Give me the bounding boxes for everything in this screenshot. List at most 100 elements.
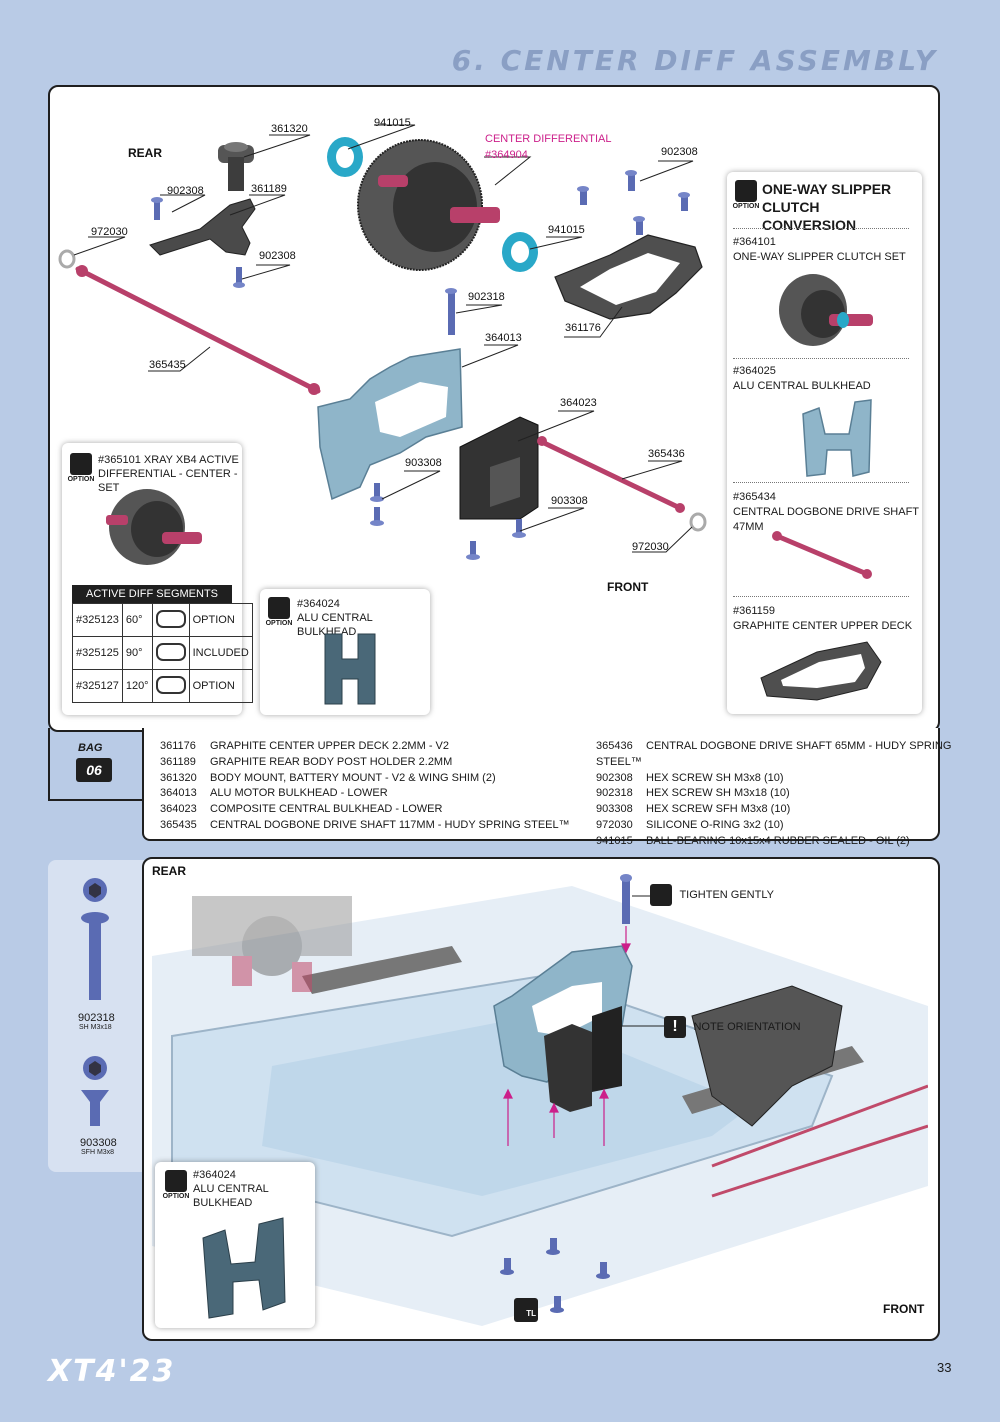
thumbs-up-icon [268, 597, 290, 619]
dogbone-47-part: #365434 [733, 491, 776, 503]
dogbone-365435 [75, 265, 321, 395]
bag-label: BAG [78, 742, 103, 754]
alu-bulkhead-364025-illustration [802, 399, 872, 477]
screw-903308-b [370, 483, 384, 502]
screw-903308-d [512, 519, 526, 538]
bulkhead-part-top: #364024 [297, 598, 340, 610]
screw-903308-a [370, 507, 384, 526]
label-903308-a: 903308 [405, 457, 442, 469]
label-941015-a: 941015 [374, 117, 411, 129]
active-diff-illustration [106, 489, 202, 565]
graphite-upper-deck-illustration [760, 641, 882, 701]
wrench-icon [650, 884, 672, 906]
body-post-holder-part [149, 198, 256, 256]
label-361189: 361189 [251, 183, 287, 195]
screw-902308-c [625, 170, 637, 191]
dogbone-365436 [537, 436, 685, 513]
chassis-assembly-illustration [152, 874, 928, 1326]
screw-902308-a [151, 197, 163, 220]
segment-icon [155, 675, 186, 694]
active-diff-title-2: DIFFERENTIAL - CENTER - SET [98, 468, 238, 494]
screw-902318-spec: SH M3x18 [79, 1024, 112, 1031]
note-orientation-callout: ! NOTE ORIENTATION [664, 1016, 801, 1038]
bag-indicator: BAG 06 [48, 740, 142, 800]
label-361320: 361320 [271, 123, 308, 135]
rear-label: REAR [128, 146, 163, 160]
screw-902308-b [233, 267, 245, 288]
option-badge: OPTION [731, 180, 761, 210]
alu-bulkhead-name: ALU CENTRAL BULKHEAD [733, 380, 871, 392]
option-badge: OPTION [66, 453, 96, 483]
warning-icon: ! [664, 1016, 686, 1038]
body-mount-part [218, 142, 254, 191]
bearing-941015-b [502, 232, 538, 272]
label-902308-a: 902308 [167, 185, 204, 197]
alu-bulkhead-option-inset-top: OPTION #364024 ALU CENTRAL BULKHEAD [260, 589, 430, 715]
segment-icon [155, 642, 186, 661]
screw-902318-illustration [81, 878, 109, 1000]
label-903308-b: 903308 [551, 495, 588, 507]
screw-902308-f [678, 192, 690, 211]
bearing-941015-a [327, 137, 363, 177]
alu-bulkhead-part: #364025 [733, 365, 776, 377]
segment-icon [155, 609, 186, 628]
front-label-bottom: FRONT [883, 1302, 925, 1316]
thumbs-up-icon [735, 180, 757, 202]
clutch-set-part: #364101 [733, 236, 776, 248]
alu-bulkhead-illustration [324, 633, 376, 705]
upper-deck-name: GRAPHITE CENTER UPPER DECK [733, 620, 913, 632]
label-365435: 365435 [149, 359, 186, 371]
label-972030-b: 972030 [632, 541, 669, 553]
segments-table-header: ACTIVE DIFF SEGMENTS [72, 585, 232, 603]
clutch-set-name: ONE-WAY SLIPPER CLUTCH SET [733, 251, 906, 263]
page-number: 33 [937, 1360, 952, 1375]
screw-902318 [445, 288, 457, 335]
label-364023: 364023 [560, 397, 597, 409]
label-361176: 361176 [565, 322, 601, 334]
bulkhead-name-bottom: ALU CENTRAL BULKHEAD [193, 1183, 269, 1209]
label-365436: 365436 [648, 448, 685, 460]
bag-number: 06 [76, 758, 112, 782]
upper-deck-part: #361159 [733, 605, 776, 617]
screw-903308-spec: SFH M3x8 [81, 1149, 115, 1156]
bulkhead-part-bottom: #364024 [193, 1169, 236, 1181]
parts-list-panel [142, 728, 940, 841]
screw-902318-number: 902318 [78, 1012, 115, 1024]
xt4-logo: XT4'23 [48, 1354, 176, 1389]
o-ring-right [689, 512, 707, 532]
exploded-view-illustration [58, 124, 707, 560]
dogbone-47-name: CENTRAL DOGBONE DRIVE SHAFT 47MM [733, 506, 919, 533]
front-label: FRONT [607, 580, 649, 594]
o-ring-left [58, 249, 76, 269]
label-972030-a: 972030 [91, 226, 128, 238]
center-differential [357, 139, 500, 271]
active-diff-option-inset: OPTION #365101 XRAY XB4 ACTIVE DIFFERENT… [62, 443, 253, 715]
label-902308-c: 902308 [661, 146, 698, 158]
alu-bulkhead-option-inset-bottom: OPTION #364024 ALU CENTRAL BULKHEAD [155, 1162, 315, 1328]
screw-903308-number: 903308 [80, 1137, 117, 1149]
page-title: 6. CENTER DIFF ASSEMBLY [451, 44, 938, 77]
screw-902308-d [577, 186, 589, 205]
screw-902308-e [633, 216, 645, 235]
option-column-title-2: CONVERSION [762, 217, 857, 233]
screw-903308-illustration [81, 1056, 109, 1126]
threadlock-icon: TL [514, 1298, 538, 1322]
label-364013: 364013 [485, 332, 522, 344]
tighten-gently-callout: TIGHTEN GENTLY [650, 884, 774, 906]
